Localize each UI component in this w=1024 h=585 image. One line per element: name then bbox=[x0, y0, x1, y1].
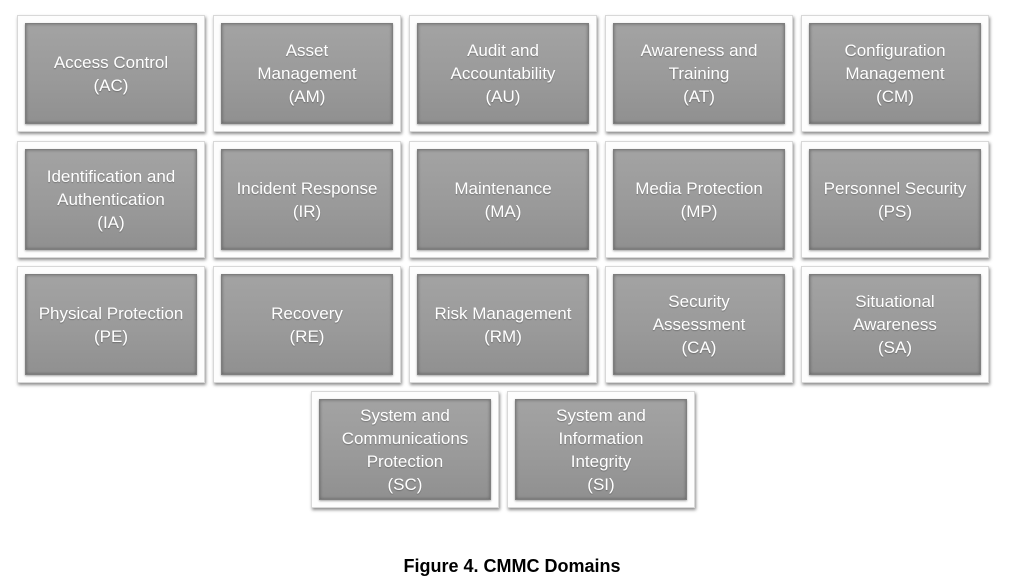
domain-box: System and Information Integrity (SI) bbox=[515, 399, 687, 500]
domain-label: Security Assessment (CA) bbox=[652, 292, 746, 357]
domain-box: Risk Management (RM) bbox=[417, 274, 589, 375]
domain-box: Personnel Security (PS) bbox=[809, 149, 981, 250]
figure-caption: Figure 4. CMMC Domains bbox=[403, 556, 621, 576]
domain-tile-mp: Media Protection (MP) bbox=[605, 141, 793, 258]
domain-tile-si: System and Information Integrity (SI) bbox=[507, 391, 695, 508]
domain-box: Media Protection (MP) bbox=[613, 149, 785, 250]
domain-tile-ca: Security Assessment (CA) bbox=[605, 266, 793, 383]
domain-box: Audit and Accountability (AU) bbox=[417, 23, 589, 124]
domain-label: Awareness and Training (AT) bbox=[640, 41, 758, 106]
domain-label: Identification and Authentication (IA) bbox=[46, 167, 176, 232]
domain-box: Maintenance (MA) bbox=[417, 149, 589, 250]
domain-box: Security Assessment (CA) bbox=[613, 274, 785, 375]
domain-tile-ia: Identification and Authentication (IA) bbox=[17, 141, 205, 258]
cmmc-domain-grid: Access Control (AC) Asset Management (AM)… bbox=[17, 15, 989, 508]
domain-box: Physical Protection (PE) bbox=[25, 274, 197, 375]
domain-tile-pe: Physical Protection (PE) bbox=[17, 266, 205, 383]
domain-tile-ma: Maintenance (MA) bbox=[409, 141, 597, 258]
domain-box: System and Communications Protection (SC… bbox=[319, 399, 491, 500]
domain-tile-au: Audit and Accountability (AU) bbox=[409, 15, 597, 132]
domain-label: System and Information Integrity (SI) bbox=[556, 405, 646, 494]
domain-box: Incident Response (IR) bbox=[221, 149, 393, 250]
domain-label: Recovery (RE) bbox=[271, 303, 343, 346]
domain-label: Physical Protection (PE) bbox=[38, 303, 184, 346]
domain-label: Personnel Security (PS) bbox=[823, 178, 967, 221]
domain-tile-ir: Incident Response (IR) bbox=[213, 141, 401, 258]
domain-box: Configuration Management (CM) bbox=[809, 23, 981, 124]
domain-label: Incident Response (IR) bbox=[236, 178, 378, 221]
domain-label: Configuration Management (CM) bbox=[844, 41, 946, 106]
domain-label: Audit and Accountability (AU) bbox=[450, 41, 556, 106]
domain-box: Asset Management (AM) bbox=[221, 23, 393, 124]
domain-tile-cm: Configuration Management (CM) bbox=[801, 15, 989, 132]
domain-label: Access Control (AC) bbox=[53, 52, 169, 95]
domain-label: Risk Management (RM) bbox=[434, 303, 572, 346]
domain-tile-re: Recovery (RE) bbox=[213, 266, 401, 383]
domain-tile-ps: Personnel Security (PS) bbox=[801, 141, 989, 258]
domain-tile-sc: System and Communications Protection (SC… bbox=[311, 391, 499, 508]
domain-label: Media Protection (MP) bbox=[635, 178, 763, 221]
domain-box: Access Control (AC) bbox=[25, 23, 197, 124]
domain-box: Identification and Authentication (IA) bbox=[25, 149, 197, 250]
domain-label: Asset Management (AM) bbox=[257, 41, 357, 106]
domain-tile-ac: Access Control (AC) bbox=[17, 15, 205, 132]
domain-label: Situational Awareness (SA) bbox=[853, 292, 937, 357]
domain-tile-at: Awareness and Training (AT) bbox=[605, 15, 793, 132]
domain-tile-am: Asset Management (AM) bbox=[213, 15, 401, 132]
domain-box: Situational Awareness (SA) bbox=[809, 274, 981, 375]
domain-box: Recovery (RE) bbox=[221, 274, 393, 375]
domain-box: Awareness and Training (AT) bbox=[613, 23, 785, 124]
domain-tile-rm: Risk Management (RM) bbox=[409, 266, 597, 383]
domain-tile-sa: Situational Awareness (SA) bbox=[801, 266, 989, 383]
domain-label: System and Communications Protection (SC… bbox=[341, 405, 469, 494]
domain-label: Maintenance (MA) bbox=[454, 178, 552, 221]
